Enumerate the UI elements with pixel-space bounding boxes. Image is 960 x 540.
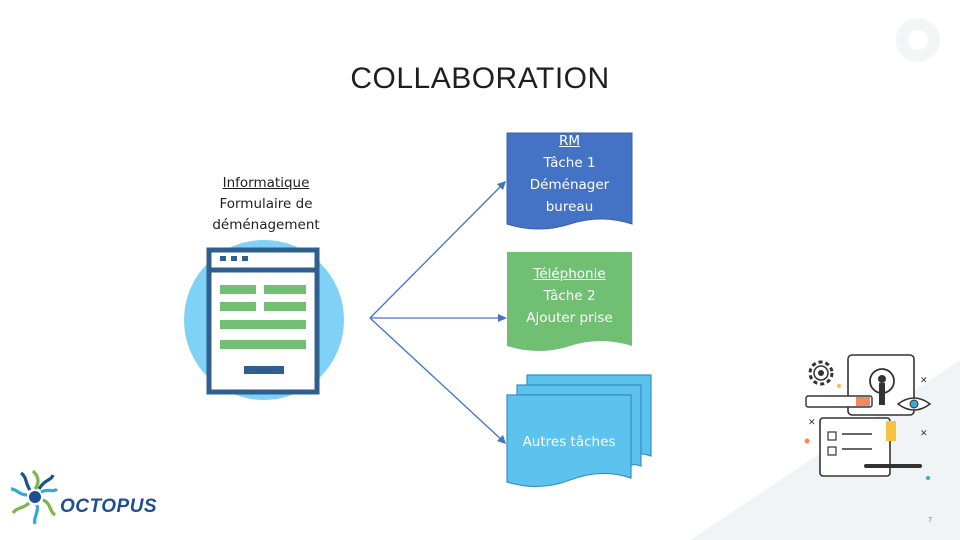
task-3-shape [506,374,652,488]
svg-text:✕: ✕ [920,376,928,386]
octopus-logo-icon [10,469,59,525]
task-1-text: RM Tâche 1 Déménager bureau [507,130,632,218]
gear-icon [808,360,834,386]
arrow-to-task-3 [369,317,505,443]
source-line: Formulaire de [219,196,313,212]
octopus-logo-text: OCTOPUS [60,496,158,517]
task-2-line: Ajouter prise [526,310,613,326]
task-1-shape [506,132,633,230]
task-1-heading: RM [558,133,581,149]
eye-icon [896,397,932,411]
source-heading: Informatique [222,175,310,191]
task-1-line: Tâche 1 [543,155,596,171]
source-line: déménagement [212,217,320,233]
collaboration-tools-illustration: ✕ ✕ ✕ [804,354,932,480]
page-number: 7 [928,517,932,524]
arrowhead-2 [498,314,507,322]
task-2-line: Tâche 2 [543,288,596,304]
search-bar-icon [805,395,873,408]
task-3-line: Autres tâches [522,434,616,450]
arrowhead-3 [497,435,506,444]
task-1-line: Déménager [529,177,610,193]
svg-text:✕: ✕ [808,418,816,428]
arrow-to-task-1 [369,182,505,319]
list-panel-icon [819,417,891,477]
ring-decoration [896,18,940,62]
arrowhead-1 [497,181,506,190]
slide-title: COLLABORATION [350,62,610,95]
task-2-shape [507,252,632,351]
key-icon [869,368,895,405]
source-label: Informatique Formulaire de déménagement [196,173,336,236]
arrows [369,182,505,443]
svg-text:✕: ✕ [920,429,928,439]
task-2-text: Téléphonie Tâche 2 Ajouter prise [507,263,632,329]
form-illustration [184,240,344,400]
task-3-text: Autres tâches [507,431,631,453]
task-1-line: bureau [545,199,594,215]
task-2-heading: Téléphonie [533,266,606,282]
